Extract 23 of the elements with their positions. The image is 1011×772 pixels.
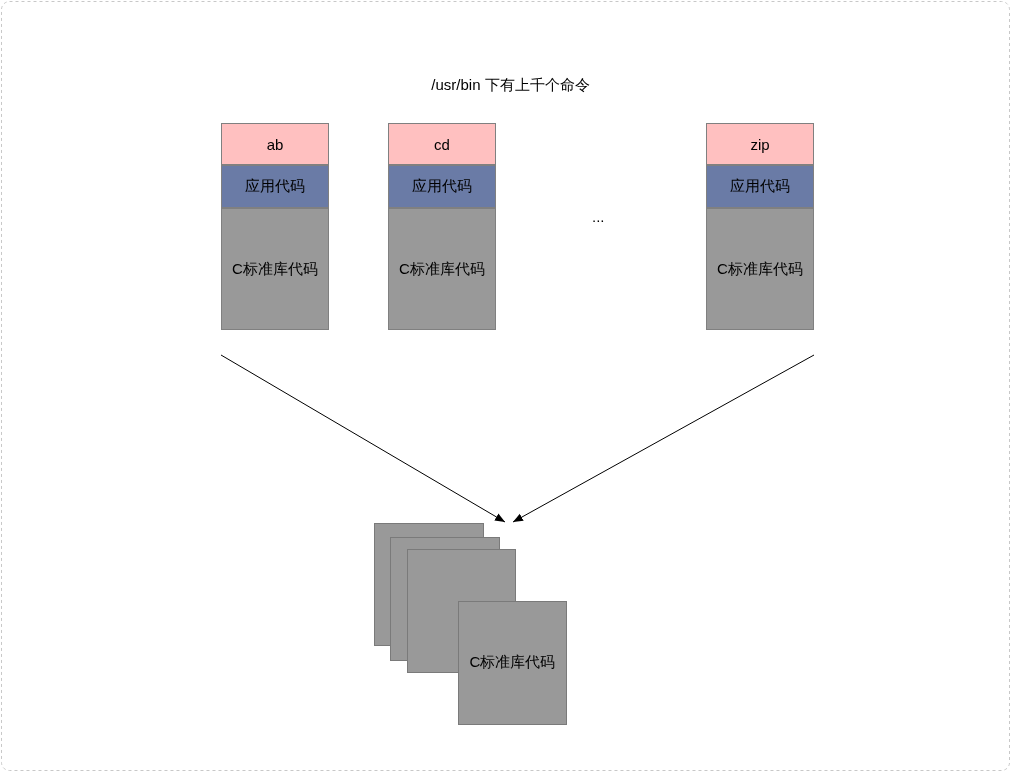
node-text: C标准库代码: [399, 259, 485, 279]
node-text: 应用代码: [730, 177, 790, 196]
node-text: zip: [750, 135, 770, 153]
command-name-box: [221, 123, 329, 165]
arrow: [220, 354, 506, 523]
app-code-box: [388, 165, 496, 208]
c-library-box: [221, 208, 329, 330]
node-text: 应用代码: [245, 177, 305, 196]
command-name-box: [706, 123, 814, 165]
node-text: C标准库代码: [717, 259, 803, 279]
arrow: [512, 354, 815, 523]
c-library-box: [706, 208, 814, 330]
ellipsis-text: ...: [592, 208, 605, 225]
title: /usr/bin 下有上千个命令: [430, 76, 591, 95]
node-text: C标准库代码: [468, 653, 557, 672]
node-text: cd: [434, 135, 450, 153]
node-text: C标准库代码: [232, 259, 318, 279]
node-text: ab: [266, 135, 284, 153]
app-code-box: [221, 165, 329, 208]
command-name-box: [388, 123, 496, 165]
node-text: 应用代码: [412, 177, 472, 196]
c-library-box: [388, 208, 496, 330]
app-code-box: [706, 165, 814, 208]
